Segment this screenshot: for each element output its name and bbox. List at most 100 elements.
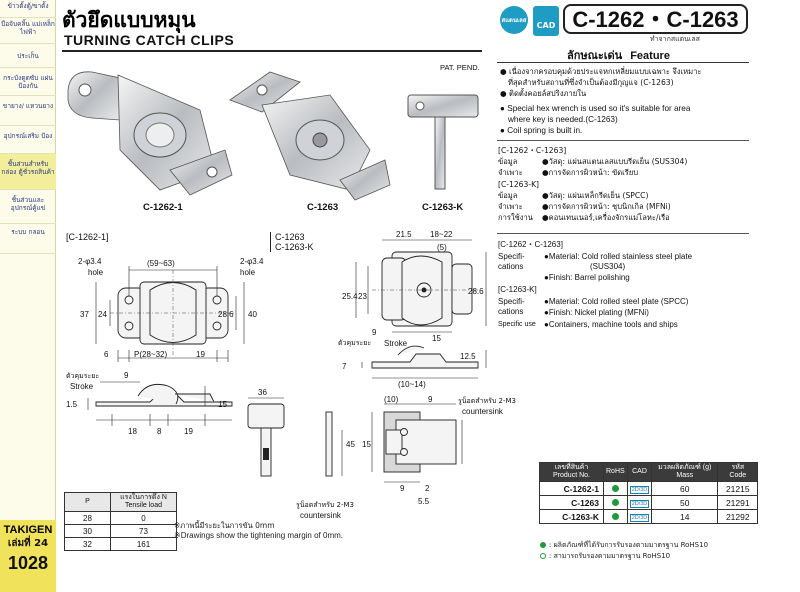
dim-25-4: 25.4 [342,292,358,301]
dim-15: 15 [218,400,227,409]
caption-c1262-1: C-1262-1 [143,202,183,213]
rohs-certified-icon [611,498,619,506]
cell-part[interactable]: C-1262-1 [539,481,604,496]
sidebar-item-gaskets[interactable]: ประเก็น [0,44,56,68]
dim-15b: 15 [432,334,441,343]
dim-19: 19 [196,350,205,359]
table-row[interactable]: C-1263-K 2D/3D 14 21292 [539,509,759,524]
stroke-label-en-2: Stroke [384,339,408,348]
dim-10-14: (10~14) [398,380,426,389]
dim-40: 40 [248,310,257,319]
dim-hole-word-right: hole [240,268,256,277]
patent-pending: PAT. PEND. [440,63,480,72]
cell-rohs [603,509,628,524]
dim-28-6b: 28.6 [468,287,484,296]
dim-19b: 19 [184,427,193,436]
feature-en-line1: ● Special hex wrench is used so it's sui… [500,104,691,113]
spec-th-row2: จำเพาะ●การจัดการผิวหน้า: ขัดเรียบ [498,168,639,177]
c1263-k-photo [407,94,479,190]
cell-part[interactable]: C-1263-K [539,509,604,524]
cell-load: 0 [110,511,177,525]
spec-en-key3: Specific use [498,321,536,328]
col-rohs: RoHS [603,462,628,482]
spec-en-val5: ●Containers, machine tools and ships [544,320,678,329]
c1263-photo [229,71,391,201]
cell-cad[interactable]: 2D/3D [626,509,653,524]
feature-heading-th: ลักษณะเด่น [567,49,623,62]
sidebar-item-magnetic-catches[interactable]: บือจับคลิ้น แม่เหล็กไฟฟ้า [0,18,56,44]
page-title-thai: ตัวยึดแบบหมุน [62,8,196,32]
sidebar-item-stands[interactable]: ข้าวตั้งตู้/ขาตั้ง [0,0,56,18]
catalog-badge: TAKIGEN เล่มที่ 24 1028 [0,520,56,592]
spec-en-key1b: cations [498,262,524,271]
brand-name: TAKIGEN [3,524,53,536]
table-row[interactable]: C-1262-1 2D/3D 60 21215 [539,481,759,496]
dim-1-5: 1.5 [66,400,78,409]
countersink-label-en: countersink [300,511,341,520]
feature-th-line2: ที่สุดสำหรับสถานที่ซึ่งจำเป็นต้องมีกุญแจ… [508,78,674,87]
page-title-english: TURNING CATCH CLIPS [64,32,235,48]
dim-10: (10) [384,395,399,404]
title-underline [62,50,482,52]
spec-en-val2: ●Finish: Barrel polishing [544,273,630,282]
spec-en-group2: [C-1263-K] [498,285,537,294]
countersink2-label-en: countersink [462,407,503,416]
table-row[interactable]: C-1263 2D/3D 50 21291 [539,495,759,510]
cad-download-icon[interactable]: 2D/3D [629,514,650,522]
cell-part[interactable]: C-1263 [539,495,604,510]
dim-18: 18 [128,427,137,436]
sidebar-item-latch-system[interactable]: ระบบ กลอน [0,224,56,254]
spec-en-group1: [C-1262・C-1263] [498,240,563,249]
keeper-drawing [371,403,463,483]
spec-th-group2: [C-1263-K] [498,180,540,189]
model-numbers: C-1262・C-1263 [563,4,748,34]
cell-code: 21292 [717,509,759,524]
spec-th-row3: ข้อมูล●วัสดุ: แผ่นเหล็กรีดเย็น (SPCC) [498,191,649,200]
sidebar-item-container-parts[interactable]: ชิ้นส่วนสำหรับกล่อง ตู้ชั่วรถสินค้า [0,154,56,190]
cell-cad[interactable]: 2D/3D [626,481,653,496]
caption-c1263-k: C-1263-K [422,202,464,213]
dim-9: 9 [124,371,129,380]
stroke-label-th: ตัวคุมระยะ [66,372,100,380]
dim-7: 7 [342,362,347,371]
dim-holes-left: 2-φ3.4 [78,257,102,266]
c1262-side-view [87,381,233,426]
cell-mass: 60 [651,481,719,496]
sidebar-item-competitor-parts[interactable]: ชิ้นส่วนและ อุปกรณ์คู้แข่ [0,190,56,224]
cell-cad[interactable]: 2D/3D [626,495,653,510]
dim-24: 24 [98,310,107,319]
dim-12-5: 12.5 [460,352,476,361]
cad-download-icon[interactable]: 2D/3D [629,486,650,494]
c1262-1-photo [67,71,233,196]
dim-59-63: (59~63) [147,259,175,268]
countersink2-label-th: รูน็อตสำหรับ 2-M3 [458,397,517,405]
spec-th-row4: จำเพาะ●การจัดการผิวหน้า: ชุบนิกเกิล (MFN… [498,202,671,211]
spec-th-row1: ข้อมูล●วัสดุ: แผ่นสแตนเลสแบบรีดเย็น (SUS… [498,157,688,166]
table-row: 28 0 [64,511,177,525]
note-english: ※Drawings show the tightening margin of … [174,531,343,540]
dim-9b: 9 [372,328,377,337]
legend-rohs-available: : สามารถรับรองตามมาตรฐาน RoHS10 [540,551,670,562]
dim-2: 2 [425,484,430,493]
cad-download-icon[interactable]: 2D/3D [629,500,650,508]
stroke-label-en: Stroke [70,382,94,391]
spec-en-val1b: (SUS304) [590,262,626,271]
sidebar-item-rubber-feet[interactable]: ขายาง/ แหวนยาง [0,96,56,126]
sidebar-item-dampers[interactable]: กระบังดูดซับ แผ่นป้องกัน [0,68,56,96]
table-row: 30 73 [64,524,177,538]
cell-p: 32 [64,537,111,551]
dim-hole-word-left: hole [88,268,104,277]
cell-rohs [603,481,628,496]
spec-en-val1: ●Material: Cold rolled stainless steel p… [544,252,693,261]
volume-label: เล่มที่ 24 [7,538,49,549]
sidebar-item-accessories[interactable]: อุปกรณ์เสริม ป้อง [0,126,56,154]
material-note: ทำจากสแตนเลส [650,35,700,43]
legend-rohs-certified: : ผลิตภัณฑ์ที่ได้รับการรับรองตามมาตรฐาน … [540,540,708,551]
